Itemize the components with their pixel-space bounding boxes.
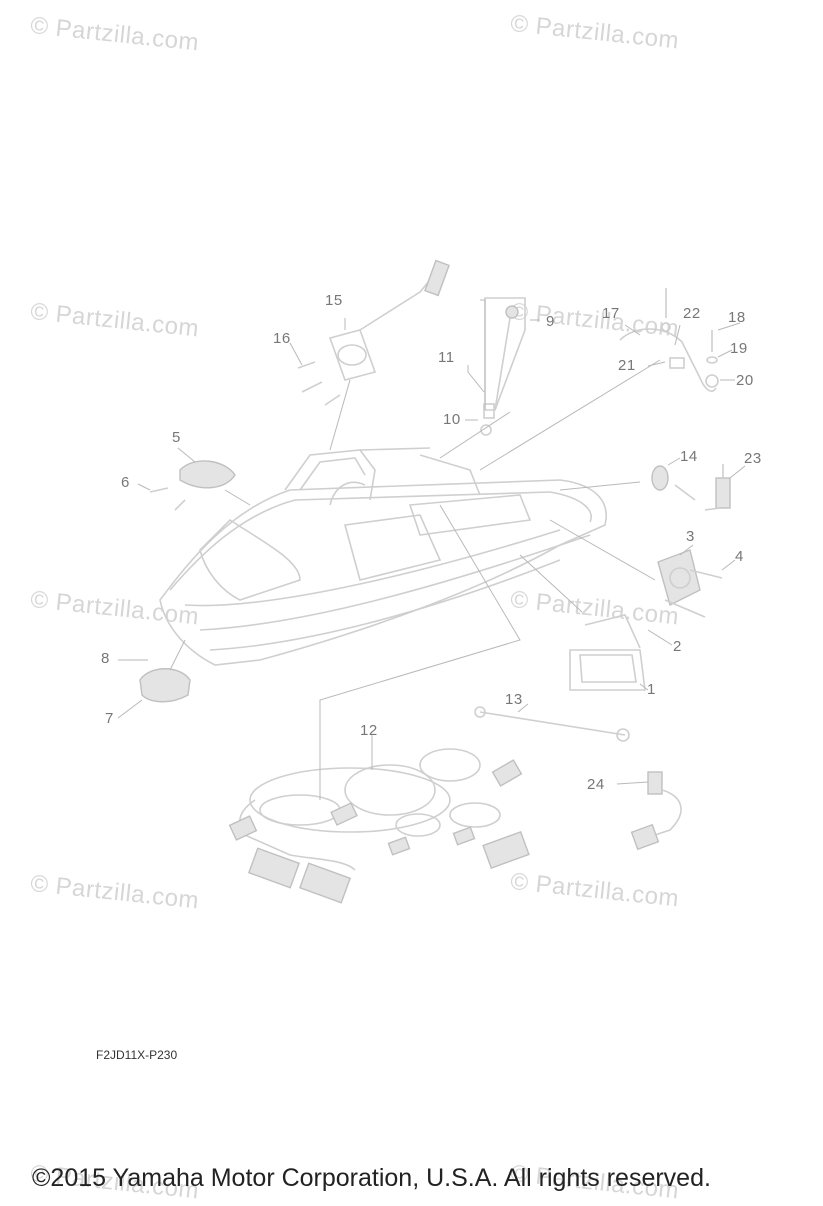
callout-20: 20 bbox=[736, 372, 754, 389]
boat-hull bbox=[159, 479, 607, 666]
part-16-screw bbox=[301, 381, 323, 393]
callout-21: 21 bbox=[618, 357, 636, 374]
callout-7: 7 bbox=[105, 710, 114, 727]
callout-17: 17 bbox=[602, 305, 620, 322]
callout-12: 12 bbox=[360, 722, 378, 739]
callout-24: 24 bbox=[587, 776, 605, 793]
callout-19: 19 bbox=[730, 340, 748, 357]
part-9-gas-strut bbox=[484, 297, 526, 411]
callout-8: 8 bbox=[101, 650, 110, 667]
callout-6: 6 bbox=[121, 474, 130, 491]
part-1-bracket bbox=[569, 614, 646, 691]
part-16-screw bbox=[324, 394, 341, 406]
callout-13: 13 bbox=[505, 691, 523, 708]
part-5-light bbox=[179, 460, 236, 489]
part-3-switch-box bbox=[657, 549, 701, 607]
callout-16: 16 bbox=[273, 330, 291, 347]
callout-9: 9 bbox=[546, 313, 555, 330]
part-6-screw bbox=[149, 487, 169, 493]
callout-4: 4 bbox=[735, 548, 744, 565]
part-12-harness bbox=[228, 748, 530, 904]
part-13-rod bbox=[474, 706, 630, 742]
part-14-grommet bbox=[651, 465, 669, 491]
callout-3: 3 bbox=[686, 528, 695, 545]
part-11-clip bbox=[483, 403, 495, 419]
part-16-screw bbox=[297, 361, 316, 369]
part-22-washer bbox=[661, 322, 671, 332]
callout-10: 10 bbox=[443, 411, 461, 428]
callout-14: 14 bbox=[680, 448, 698, 465]
part-21-clamp bbox=[669, 357, 685, 369]
callout-22: 22 bbox=[683, 305, 701, 322]
part-10-washer bbox=[480, 424, 492, 436]
windshield-frame bbox=[284, 447, 481, 506]
diagram-code: F2JD11X-P230 bbox=[96, 1048, 178, 1062]
part-23-sensor bbox=[704, 464, 731, 511]
callout-18: 18 bbox=[728, 309, 746, 326]
part-4-bolt bbox=[689, 569, 723, 579]
part-17-rail bbox=[619, 328, 717, 392]
callout-11: 11 bbox=[438, 349, 455, 366]
part-15-plate bbox=[328, 259, 450, 381]
part-6-screw bbox=[174, 499, 186, 511]
callout-5: 5 bbox=[172, 429, 181, 446]
part-20-nut bbox=[705, 374, 719, 388]
copyright-notice: ©2015 Yamaha Motor Corporation, U.S.A. A… bbox=[32, 1164, 711, 1192]
part-19-washer bbox=[706, 356, 718, 364]
leader-lines bbox=[117, 299, 746, 800]
callout-23: 23 bbox=[744, 450, 762, 467]
part-24-connector bbox=[630, 771, 682, 851]
callout-1: 1 bbox=[647, 681, 656, 698]
part-14-sensor bbox=[674, 484, 696, 501]
callout-2: 2 bbox=[673, 638, 682, 655]
part-7-stern-light bbox=[139, 668, 191, 703]
callout-15: 15 bbox=[325, 292, 343, 309]
part-2-bolt bbox=[664, 599, 706, 618]
